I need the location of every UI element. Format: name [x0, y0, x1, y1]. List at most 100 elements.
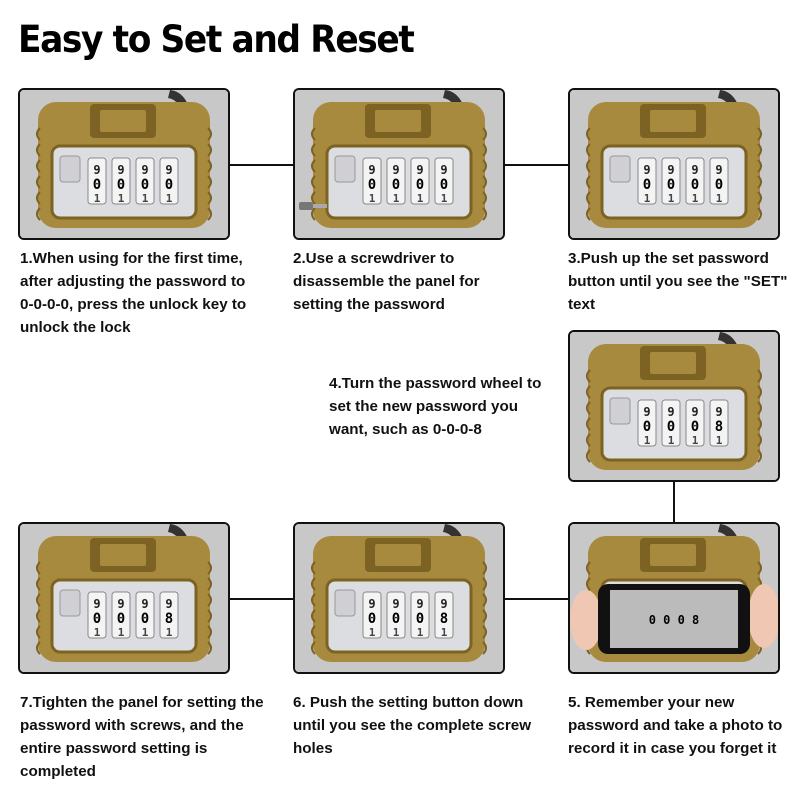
svg-text:9: 9 — [93, 163, 100, 177]
svg-text:9: 9 — [715, 405, 722, 419]
svg-text:9: 9 — [691, 163, 698, 177]
screwdriver-icon — [299, 202, 327, 210]
svg-text:1: 1 — [716, 434, 723, 447]
svg-text:1: 1 — [393, 192, 400, 205]
svg-text:9: 9 — [117, 597, 124, 611]
svg-text:1: 1 — [417, 626, 424, 639]
svg-text:8: 8 — [165, 611, 173, 627]
connector-4-5 — [673, 482, 675, 522]
svg-text:9: 9 — [440, 163, 447, 177]
svg-text:9: 9 — [643, 163, 650, 177]
svg-text:1: 1 — [668, 434, 675, 447]
step-6-caption: 6. Push the setting button down until yo… — [293, 694, 532, 757]
connector-1-2 — [230, 164, 293, 166]
svg-text:9: 9 — [715, 163, 722, 177]
svg-text:0: 0 — [715, 177, 723, 193]
svg-text:1: 1 — [118, 626, 125, 639]
svg-text:1: 1 — [166, 626, 173, 639]
svg-text:0: 0 — [165, 177, 173, 193]
connector-6-7 — [230, 598, 293, 600]
svg-text:0: 0 — [643, 419, 651, 435]
phone-icon — [598, 584, 750, 654]
svg-text:0: 0 — [691, 177, 699, 193]
svg-text:0: 0 — [440, 177, 448, 193]
svg-text:0 0 0 8: 0 0 0 8 — [649, 613, 700, 627]
svg-text:1: 1 — [441, 192, 448, 205]
svg-text:1: 1 — [393, 626, 400, 639]
svg-text:0: 0 — [392, 611, 400, 627]
svg-text:9: 9 — [368, 597, 375, 611]
svg-text:9: 9 — [392, 597, 399, 611]
step-5-caption: 5. Remember your new password and take a… — [568, 694, 783, 757]
svg-text:0: 0 — [691, 419, 699, 435]
svg-text:0: 0 — [368, 177, 376, 193]
svg-text:1: 1 — [441, 626, 448, 639]
svg-text:0: 0 — [667, 419, 675, 435]
svg-text:9: 9 — [165, 163, 172, 177]
page-title: Easy to Set and Reset — [18, 18, 415, 61]
step-7-caption: 7.Tighten the panel for setting the pass… — [20, 694, 264, 780]
svg-text:1: 1 — [644, 434, 651, 447]
svg-text:1: 1 — [716, 192, 723, 205]
svg-text:9: 9 — [165, 597, 172, 611]
svg-text:8: 8 — [440, 611, 448, 627]
svg-text:9: 9 — [141, 163, 148, 177]
svg-text:1: 1 — [668, 192, 675, 205]
connector-5-6 — [505, 598, 568, 600]
svg-text:0: 0 — [416, 177, 424, 193]
connector-2-3 — [505, 164, 568, 166]
svg-text:0: 0 — [416, 611, 424, 627]
svg-text:9: 9 — [416, 163, 423, 177]
svg-text:9: 9 — [667, 163, 674, 177]
svg-text:0: 0 — [117, 611, 125, 627]
svg-text:1: 1 — [142, 626, 149, 639]
svg-text:1: 1 — [118, 192, 125, 205]
svg-text:0: 0 — [643, 177, 651, 193]
svg-text:8: 8 — [715, 419, 723, 435]
svg-text:1: 1 — [94, 192, 101, 205]
svg-text:1: 1 — [369, 626, 376, 639]
svg-text:0: 0 — [392, 177, 400, 193]
svg-text:0: 0 — [141, 611, 149, 627]
svg-text:1: 1 — [94, 626, 101, 639]
step-2-caption: 2.Use a screwdriver to disassemble the p… — [293, 250, 480, 313]
svg-text:1: 1 — [692, 192, 699, 205]
svg-text:9: 9 — [117, 163, 124, 177]
svg-text:0: 0 — [93, 611, 101, 627]
svg-text:1: 1 — [417, 192, 424, 205]
svg-text:9: 9 — [368, 163, 375, 177]
svg-text:1: 1 — [369, 192, 376, 205]
svg-text:0: 0 — [93, 177, 101, 193]
svg-text:9: 9 — [141, 597, 148, 611]
svg-text:0: 0 — [368, 611, 376, 627]
step-3-caption: 3.Push up the set password button until … — [568, 250, 788, 313]
svg-text:0: 0 — [667, 177, 675, 193]
step-4-caption: 4.Turn the password wheel to set the new… — [329, 375, 542, 438]
svg-text:0: 0 — [117, 177, 125, 193]
svg-text:1: 1 — [166, 192, 173, 205]
svg-text:9: 9 — [691, 405, 698, 419]
svg-text:9: 9 — [440, 597, 447, 611]
svg-text:0: 0 — [141, 177, 149, 193]
svg-text:9: 9 — [93, 597, 100, 611]
svg-text:1: 1 — [644, 192, 651, 205]
svg-text:9: 9 — [392, 163, 399, 177]
svg-text:1: 1 — [142, 192, 149, 205]
step-1-caption: 1.When using for the first time, after a… — [20, 250, 247, 336]
svg-text:9: 9 — [667, 405, 674, 419]
hand-icon — [570, 584, 778, 650]
svg-text:1: 1 — [692, 434, 699, 447]
